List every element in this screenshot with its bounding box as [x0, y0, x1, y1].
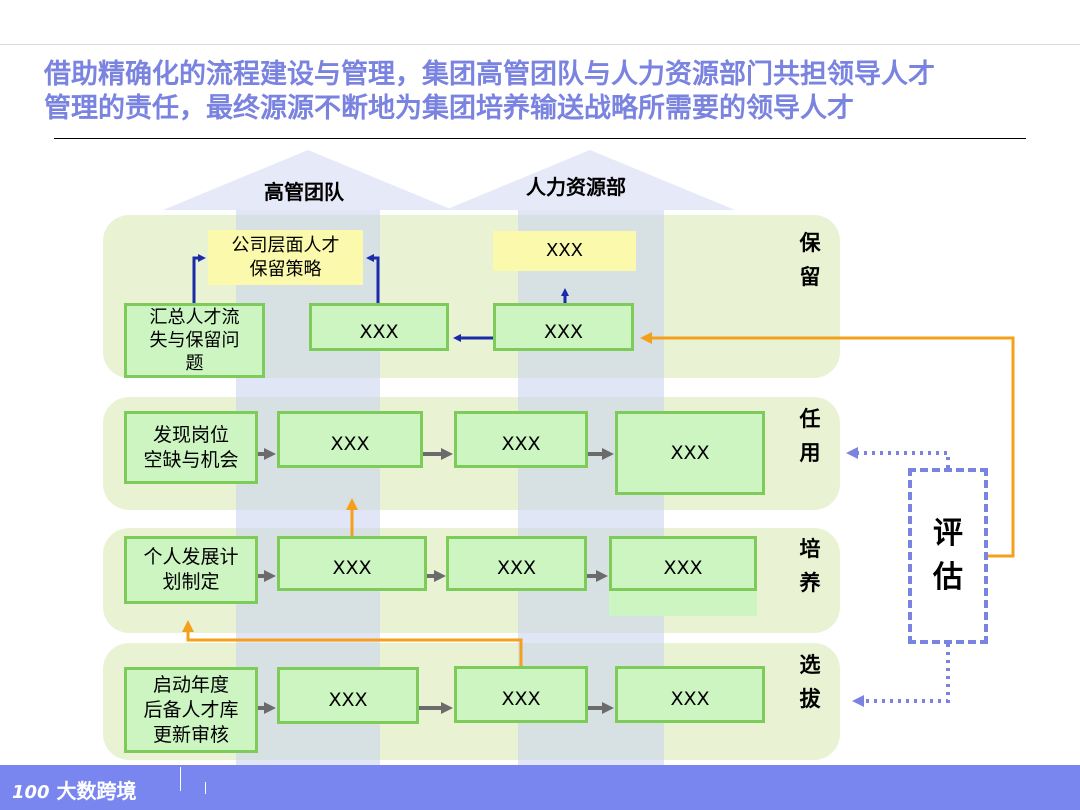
slide-title: 借助精确化的流程建设与管理，集团高管团队与人力资源部门共担领导人才 管理的责任，…: [44, 58, 1044, 126]
row-label-retain: 保留: [799, 231, 821, 289]
hr-column-arrowhead: [445, 150, 735, 210]
footer-divider-2: [205, 782, 206, 794]
arrow-evaluate-to-select: [852, 644, 950, 707]
node-retain-hr-top: XXX: [493, 231, 636, 271]
node-appoint-start: 发现岗位 空缺与机会: [124, 411, 258, 484]
node-select-1: XXX: [277, 667, 419, 724]
arrow-exec-to-policy: [366, 254, 380, 303]
footer-logo: 100 大数跨境: [12, 775, 137, 804]
exec-column-arrowhead: [163, 150, 453, 210]
top-divider: [0, 44, 1080, 45]
node-retain-exec: XXX: [309, 303, 449, 351]
exec-column-title: 高管团队: [264, 180, 344, 204]
arrow-summary-to-policy: [192, 254, 206, 303]
evaluate-box: 评 估: [908, 468, 988, 644]
footer-bar: [0, 765, 1080, 810]
logo-text: 大数跨境: [56, 779, 137, 803]
title-underline: [54, 138, 1026, 139]
title-line-2: 管理的责任，最终源源不断地为集团培养输送战略所需要的领导人才: [44, 93, 854, 124]
row-label-appoint: 任用: [799, 407, 821, 465]
node-select-start: 启动年度 后备人才库 更新审核: [124, 667, 258, 753]
node-appoint-2: XXX: [454, 411, 588, 468]
arrow-evaluate-to-retain: [640, 332, 1015, 558]
row-label-select: 选拔: [799, 653, 821, 711]
node-select-3: XXX: [615, 666, 765, 723]
title-line-1: 借助精确化的流程建设与管理，集团高管团队与人力资源部门共担领导人才: [44, 59, 935, 90]
logo-mark: 100: [12, 782, 50, 803]
arrow-evaluate-to-appoint: [846, 447, 950, 468]
row-label-develop: 培养: [799, 537, 821, 595]
node-retain-hr: XXX: [493, 303, 634, 351]
footer-divider-1: [180, 767, 181, 791]
node-develop-3-extension: [609, 586, 757, 616]
node-select-2: XXX: [454, 666, 588, 723]
node-develop-1: XXX: [277, 536, 427, 591]
node-appoint-3: XXX: [615, 411, 765, 495]
node-appoint-1: XXX: [277, 411, 423, 468]
node-develop-3: XXX: [609, 536, 757, 591]
node-develop-2: XXX: [446, 536, 587, 591]
node-retain-policy: 公司层面人才 保留策略: [208, 230, 363, 285]
node-develop-start: 个人发展计 划制定: [124, 536, 258, 604]
node-retain-summary: 汇总人才流 失与保留问 题: [124, 303, 265, 378]
arrow-select-to-develop: [182, 620, 523, 666]
hr-column-title: 人力资源部: [526, 175, 626, 199]
